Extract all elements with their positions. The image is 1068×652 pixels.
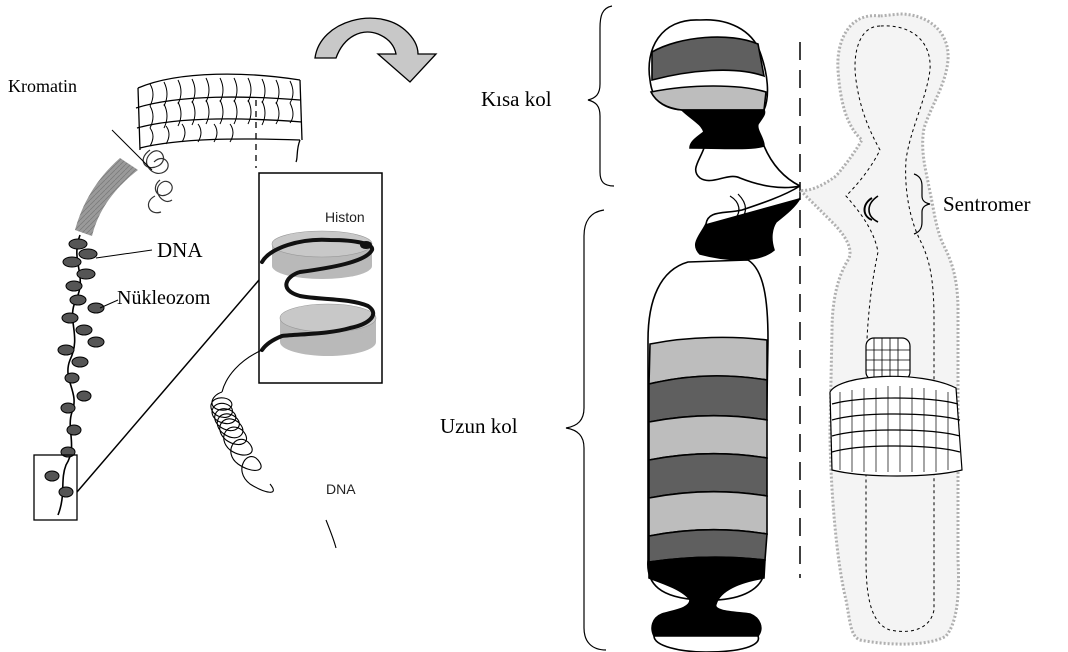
dna-pointer (96, 250, 152, 258)
zoom-connector-bottom (77, 332, 259, 492)
histone-zoom-box (259, 173, 382, 383)
label-sentromer: Sentromer (943, 192, 1030, 216)
label-dna-lower: DNA (326, 481, 356, 497)
zoom-connector-top (77, 280, 259, 492)
chromatin-fiber (75, 158, 138, 236)
left-chromatid (648, 20, 800, 652)
curved-arrow (315, 18, 436, 82)
label-histon: Histon (325, 209, 365, 225)
label-dna-upper: DNA (157, 238, 203, 262)
brace-uzun-kol (566, 210, 606, 650)
right-chromatid (800, 14, 962, 644)
chromosome-illustration (648, 14, 962, 652)
label-uzun-kol: Uzun kol (440, 414, 518, 438)
brace-kisa-kol (588, 6, 614, 186)
nukleozom-pointer (100, 300, 118, 308)
small-selection-box (34, 455, 77, 520)
chromatin-fiber-illustration (34, 74, 382, 548)
chromatin-loops (143, 150, 172, 213)
label-kisa-kol: Kısa kol (481, 87, 552, 111)
label-kromatin: Kromatin (8, 76, 77, 96)
coiled-chromatin-block (136, 74, 302, 168)
histone-disc-lower (280, 304, 376, 356)
nucleosome-chain (45, 235, 104, 515)
label-nukleozom: Nükleozom (117, 287, 211, 309)
